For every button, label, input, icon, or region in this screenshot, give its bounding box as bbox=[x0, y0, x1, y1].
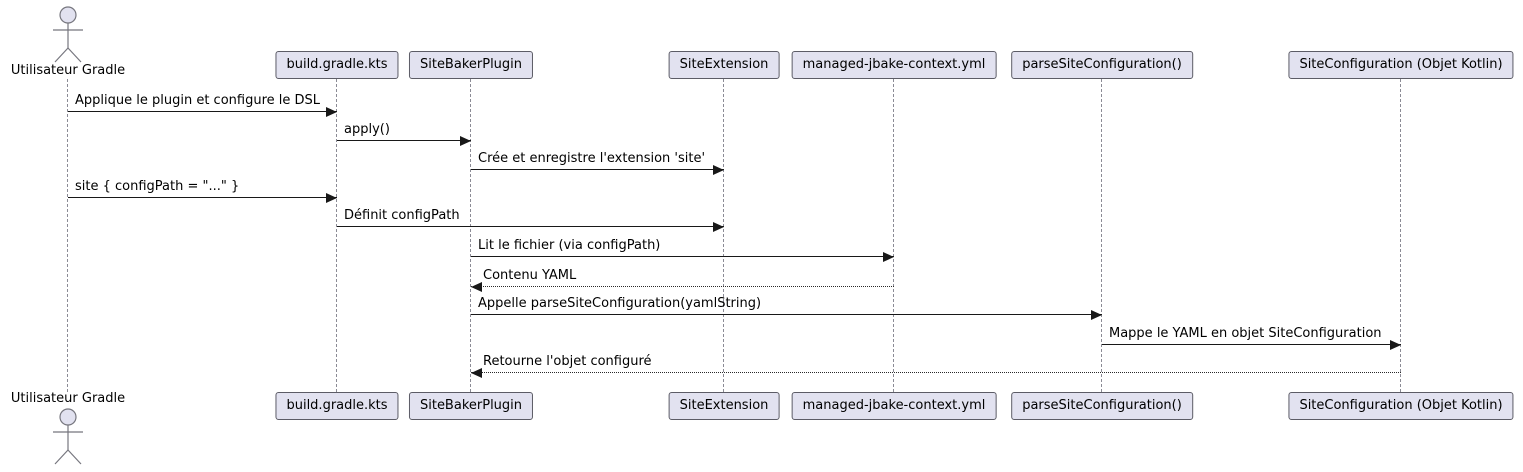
participant-box-yml-bottom: managed-jbake-context.yml bbox=[791, 392, 997, 420]
participant-box-gradle-top: build.gradle.kts bbox=[275, 51, 399, 79]
message-arrowhead-icon-2 bbox=[713, 164, 724, 175]
lifeline-ext bbox=[723, 79, 724, 392]
message-arrowhead-icon-3 bbox=[326, 192, 337, 203]
lifeline-yml bbox=[893, 79, 894, 392]
message-arrowhead-icon-1 bbox=[460, 135, 471, 146]
message-label-9: Retourne l'objet configuré bbox=[483, 354, 652, 369]
actor-icon-bottom bbox=[42, 406, 94, 466]
message-label-7: Appelle parseSiteConfiguration(yamlStrin… bbox=[478, 296, 762, 311]
message-label-6: Contenu YAML bbox=[483, 268, 577, 283]
lifeline-cfg bbox=[1400, 79, 1401, 392]
message-label-3: site { configPath = "..." } bbox=[75, 179, 240, 194]
message-arrowhead-icon-5 bbox=[883, 251, 894, 262]
stick-figure-icon bbox=[53, 6, 83, 63]
participant-box-yml-top: managed-jbake-context.yml bbox=[791, 51, 997, 79]
participant-box-cfg-bottom: SiteConfiguration (Objet Kotlin) bbox=[1288, 392, 1514, 420]
message-line-0 bbox=[68, 111, 337, 112]
participant-box-parse-top: parseSiteConfiguration() bbox=[1011, 51, 1193, 79]
message-label-2: Crée et enregistre l'extension 'site' bbox=[478, 151, 706, 166]
message-arrowhead-icon-4 bbox=[713, 221, 724, 232]
message-label-5: Lit le fichier (via configPath) bbox=[478, 238, 661, 253]
message-arrowhead-icon-7 bbox=[1091, 309, 1102, 320]
message-line-7 bbox=[471, 314, 1102, 315]
lifeline-plugin bbox=[470, 79, 471, 392]
lifeline-parse bbox=[1101, 79, 1102, 392]
message-label-1: apply() bbox=[344, 122, 390, 137]
actor-icon-top bbox=[42, 4, 94, 64]
message-arrowhead-icon-8 bbox=[1390, 339, 1401, 350]
participant-box-gradle-bottom: build.gradle.kts bbox=[275, 392, 399, 420]
message-line-5 bbox=[471, 256, 894, 257]
participant-label-user-top: Utilisateur Gradle bbox=[10, 63, 126, 78]
message-arrowhead-icon-9 bbox=[471, 367, 482, 378]
message-line-4 bbox=[337, 226, 724, 227]
message-label-4: Définit configPath bbox=[344, 208, 460, 223]
message-label-0: Applique le plugin et configure le DSL bbox=[75, 93, 321, 108]
message-arrowhead-icon-0 bbox=[326, 106, 337, 117]
message-label-8: Mappe le YAML en objet SiteConfiguration bbox=[1109, 326, 1382, 341]
message-line-6 bbox=[471, 286, 894, 287]
message-line-1 bbox=[337, 140, 471, 141]
participant-box-plugin-bottom: SiteBakerPlugin bbox=[408, 392, 534, 420]
participant-box-cfg-top: SiteConfiguration (Objet Kotlin) bbox=[1288, 51, 1514, 79]
message-line-2 bbox=[471, 169, 724, 170]
message-line-9 bbox=[471, 372, 1401, 373]
lifeline-gradle bbox=[336, 79, 337, 392]
message-line-3 bbox=[68, 197, 337, 198]
message-line-8 bbox=[1102, 344, 1401, 345]
participant-box-parse-bottom: parseSiteConfiguration() bbox=[1011, 392, 1193, 420]
participant-box-ext-top: SiteExtension bbox=[668, 51, 780, 79]
message-arrowhead-icon-6 bbox=[471, 281, 482, 292]
participant-box-ext-bottom: SiteExtension bbox=[668, 392, 780, 420]
participant-box-plugin-top: SiteBakerPlugin bbox=[408, 51, 534, 79]
stick-figure-icon bbox=[53, 408, 83, 465]
participant-label-user-bottom: Utilisateur Gradle bbox=[10, 391, 126, 406]
lifeline-user bbox=[67, 79, 68, 392]
